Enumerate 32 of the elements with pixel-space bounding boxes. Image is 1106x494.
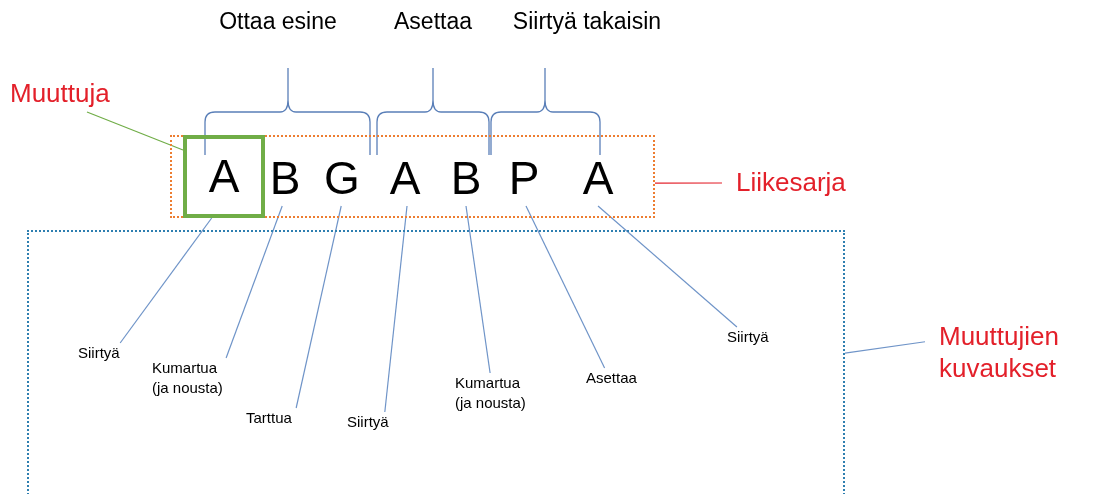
motion-letter: B bbox=[265, 150, 305, 206]
motion-letter: A bbox=[578, 150, 618, 206]
connector-line bbox=[384, 205, 408, 413]
descriptions-frame bbox=[27, 230, 845, 494]
connector-line bbox=[295, 205, 342, 409]
description-text: Siirtyä bbox=[347, 412, 409, 434]
series-label: Liikesarja bbox=[722, 166, 872, 200]
motion-letter: P bbox=[504, 150, 544, 206]
connector-line bbox=[465, 205, 491, 374]
connector-line bbox=[119, 217, 213, 344]
group-label: Asettaa bbox=[394, 8, 472, 35]
connector-line bbox=[844, 341, 926, 354]
description-text: Kumartua (ja nousta) bbox=[152, 358, 230, 400]
description-text: Siirtyä bbox=[78, 343, 140, 365]
group-label: Siirtyä takaisin bbox=[512, 8, 662, 35]
connector-line bbox=[225, 205, 283, 359]
motion-sequence-frame bbox=[170, 135, 655, 218]
motion-letter: A bbox=[385, 150, 425, 206]
series-label: Muuttujien kuvaukset bbox=[925, 320, 1095, 386]
motion-letter: G bbox=[322, 150, 362, 206]
description-text: Kumartua (ja nousta) bbox=[455, 373, 533, 415]
leader-line bbox=[86, 111, 184, 151]
connector-line bbox=[525, 205, 606, 369]
description-text: Tarttua bbox=[246, 408, 312, 430]
description-text: Siirtyä bbox=[727, 327, 789, 349]
description-text: Asettaa bbox=[586, 368, 648, 390]
connector-line bbox=[654, 182, 723, 184]
motion-letter: B bbox=[446, 150, 486, 206]
connector-line bbox=[597, 205, 738, 328]
variable-label: Muuttuja bbox=[10, 78, 150, 112]
variable-box: A bbox=[183, 135, 265, 218]
group-label: Ottaa esine bbox=[219, 8, 337, 35]
